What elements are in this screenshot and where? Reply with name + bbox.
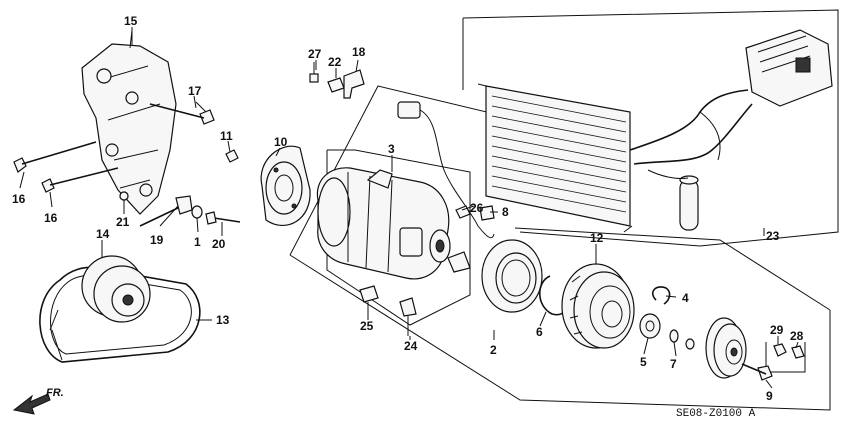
field-coil	[481, 239, 543, 313]
clutch-pulley	[561, 263, 635, 349]
label-26: 26	[470, 201, 484, 215]
shim-5	[639, 313, 661, 339]
label-1: 1	[194, 235, 201, 249]
label-14: 14	[96, 227, 110, 241]
label-20: 20	[212, 237, 226, 251]
label-8: 8	[502, 205, 509, 219]
label-6: 6	[536, 325, 543, 339]
fr-label: FR.	[46, 387, 64, 399]
receiver-drier	[679, 175, 699, 231]
leader-lines	[19, 27, 799, 389]
label-23: 23	[766, 229, 780, 243]
label-22: 22	[328, 55, 342, 69]
label-2: 2	[490, 343, 497, 357]
shim-7	[669, 329, 695, 350]
label-24: 24	[404, 339, 418, 353]
label-21: 21	[116, 215, 130, 229]
label-12: 12	[590, 231, 604, 245]
crank-pulley	[81, 255, 151, 323]
label-18: 18	[352, 45, 366, 59]
nuts-28-29	[773, 343, 805, 359]
label-3: 3	[388, 142, 395, 156]
label-11: 11	[220, 129, 233, 143]
label-16-left: 16	[12, 192, 26, 206]
condenser	[477, 83, 633, 233]
snap-ring-4	[651, 286, 671, 305]
label-25: 25	[360, 319, 374, 333]
label-5: 5	[640, 355, 647, 369]
small-fasteners	[309, 62, 365, 99]
label-9: 9	[766, 389, 773, 403]
label-19: 19	[150, 233, 164, 247]
front-direction-arrow: FR.	[12, 387, 64, 415]
label-4: 4	[682, 291, 689, 305]
label-13: 13	[216, 313, 230, 327]
label-10: 10	[274, 135, 288, 149]
armature-plate	[705, 317, 747, 379]
compressor-mount-parts	[359, 285, 417, 336]
label-17: 17	[188, 84, 202, 98]
ac-piping	[629, 89, 753, 179]
clutch-harness	[397, 101, 495, 273]
front-cover	[225, 145, 311, 226]
part-number-labels: 15 17 16 16 21 19 1 20 11 10 3 27 22 18 …	[12, 14, 804, 403]
label-15: 15	[124, 14, 138, 28]
bracket-bolts	[13, 101, 215, 201]
evaporator-unit	[745, 29, 833, 107]
compressor-bracket	[81, 29, 177, 215]
label-29: 29	[770, 323, 784, 337]
label-16-right: 16	[44, 211, 58, 225]
diagram-code: SE08-Z0100 A	[676, 408, 756, 420]
center-bolt	[741, 363, 773, 381]
label-7: 7	[670, 357, 677, 371]
compressor-body	[316, 167, 451, 280]
label-27: 27	[308, 47, 322, 61]
label-28: 28	[790, 329, 804, 343]
